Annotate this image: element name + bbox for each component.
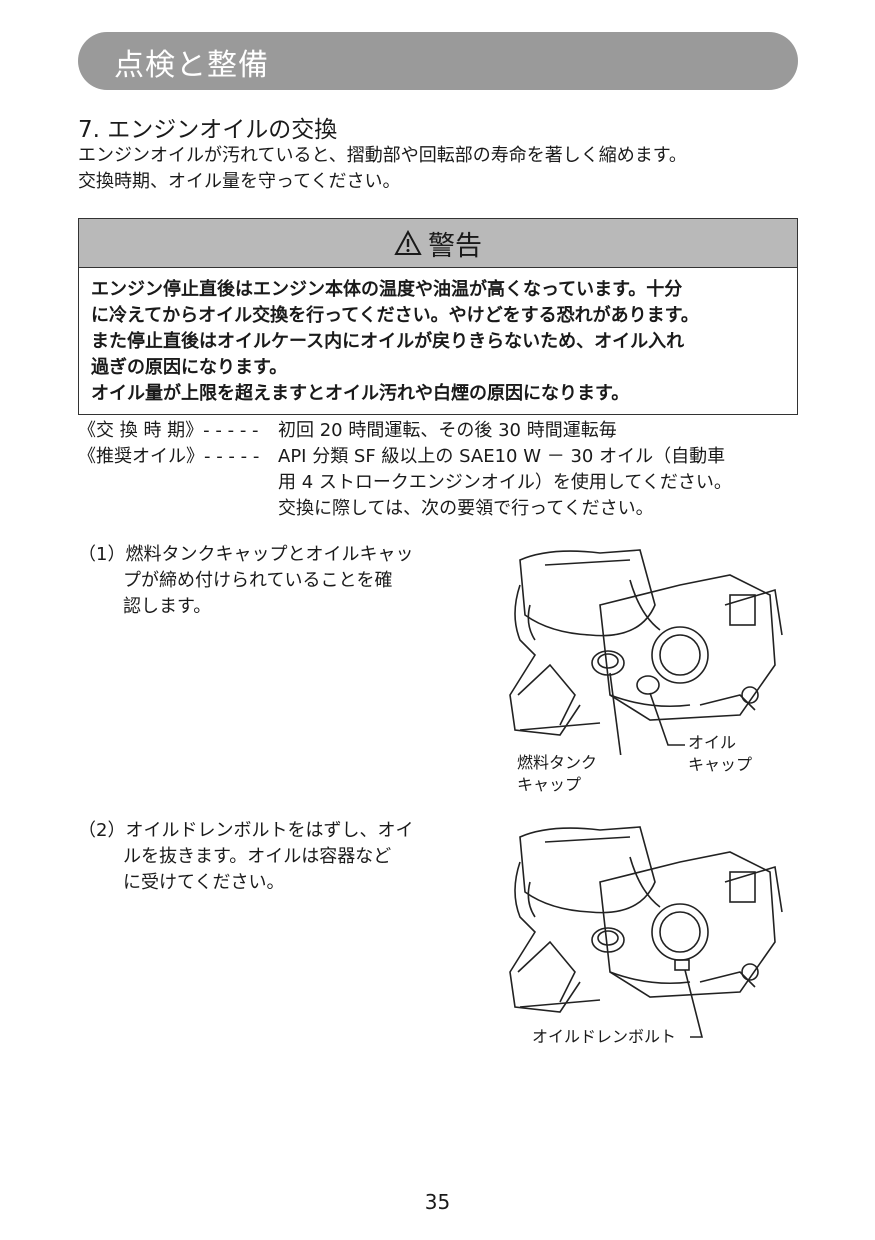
step-line: 認します。 [123,596,212,617]
engine-illustration-caps [509,549,783,755]
spec-oil-label: 《推奨オイル》- - - - - [78,446,260,467]
warning-box: 警告 エンジン停止直後はエンジン本体の温度や油温が高くなっています。十分 に冷え… [78,218,798,415]
callout-fuel-tank-cap: 燃料タンク キャップ [517,752,597,796]
step-line: に受けてください。 [123,872,285,893]
intro-line: エンジンオイルが汚れていると、摺動部や回転部の寿命を著しく縮めます。 [78,145,687,166]
intro-line: 交換時期、オイル量を守ってください。 [78,171,401,192]
section-title: 7. エンジンオイルの交換 [78,117,338,143]
page-number: 35 [424,1190,451,1214]
section-header-title: 点検と整備 [114,48,269,83]
step-line: （1）燃料タンクキャップとオイルキャッ [78,544,414,565]
section-header-bar: 点検と整備 [78,32,798,90]
warning-header: 警告 [79,219,797,268]
step-line: ルを抜きます。オイルは容器など [123,846,392,867]
spec-oil-line: 用 4 ストロークエンジンオイル）を使用してください。 [278,472,732,493]
callout-line: キャップ [688,755,753,774]
step-1-text: （1）燃料タンクキャップとオイルキャッ プが締め付けられていることを確 認します… [78,542,413,620]
warning-line: また停止直後はオイルケース内にオイルが戻りきらないため、オイル入れ [91,331,685,352]
engine-illustration-drain [509,826,783,1038]
spec-oil: 《推奨オイル》- - - - - API 分類 SF 級以上の SAE10 W … [0,444,875,522]
warning-body: エンジン停止直後はエンジン本体の温度や油温が高くなっています。十分 に冷えてから… [79,268,797,407]
callout-line: 燃料タンク [517,753,598,772]
step-line: プが締め付けられていることを確 [123,570,393,591]
spec-interval-label: 《交 換 時 期》- - - - - [78,420,259,441]
step-2-text: （2）オイルドレンボルトをはずし、オイ ルを抜きます。オイルは容器など に受けて… [78,818,413,896]
callout-line: オイル [688,733,737,752]
warning-triangle-icon [394,230,422,256]
callout-line: キャップ [517,775,582,794]
callout-oil-cap: オイル キャップ [688,732,752,776]
warning-line: オイル量が上限を超えますとオイル汚れや白煙の原因になります。 [91,383,630,404]
warning-title: 警告 [428,230,482,262]
intro-text: エンジンオイルが汚れていると、摺動部や回転部の寿命を著しく縮めます。 交換時期、… [78,143,808,195]
warning-line: に冷えてからオイル交換を行ってください。やけどをする恐れがあります。 [91,305,699,326]
warning-line: エンジン停止直後はエンジン本体の温度や油温が高くなっています。十分 [91,279,683,300]
callout-oil-drain-bolt: オイルドレンボルト [532,1027,677,1046]
warning-line: 過ぎの原因になります。 [91,357,288,378]
spec-interval: 《交 換 時 期》- - - - - 初回 20 時間運転、その後 30 時間運… [0,418,875,444]
spec-interval-value: 初回 20 時間運転、その後 30 時間運転毎 [278,420,617,441]
spec-oil-line: 交換に際しては、次の要領で行ってください。 [278,498,654,519]
spec-oil-line: API 分類 SF 級以上の SAE10 W － 30 オイル（自動車 [278,446,726,467]
step-line: （2）オイルドレンボルトをはずし、オイ [78,820,414,841]
